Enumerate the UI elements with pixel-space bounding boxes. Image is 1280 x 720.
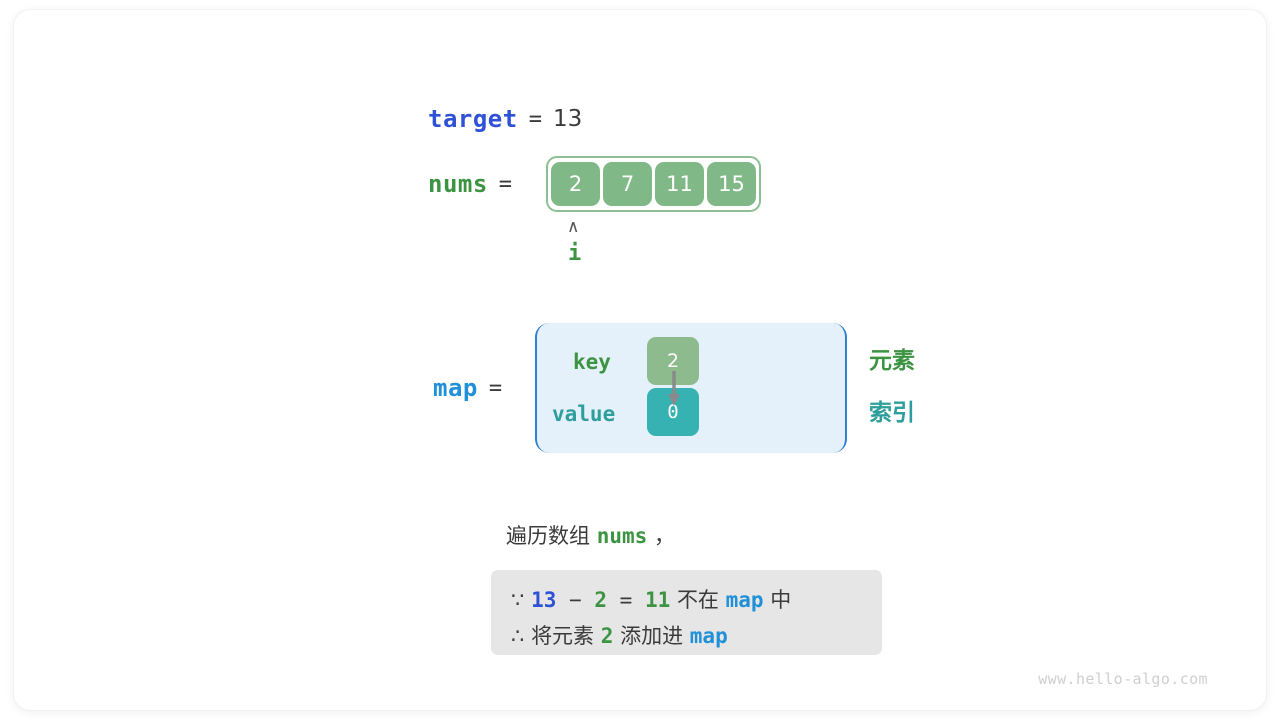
nums-array-container: 2 7 11 15 (546, 156, 761, 212)
note-add-into-text: 添加进 (620, 624, 684, 649)
note-line1-tail: 中 (770, 588, 792, 612)
nums-equals-sign: = (498, 171, 513, 197)
target-equals-sign: = (528, 106, 542, 132)
therefore-symbol-icon: ∴ (511, 624, 525, 649)
map-equals-sign: = (488, 375, 503, 401)
map-key-label: key (573, 350, 611, 374)
target-variable-name: target (428, 105, 518, 133)
map-value-label: value (552, 402, 616, 426)
note-equals-operator: = (619, 588, 633, 612)
caption-code-nums: nums (596, 524, 648, 548)
legend-index-label: 索引 (869, 400, 915, 426)
note-complement-value: 11 (644, 588, 671, 612)
array-cell: 15 (707, 162, 756, 206)
note-current-element: 2 (594, 588, 607, 612)
map-container: key value 2 0 (535, 323, 847, 453)
key-to-value-arrow-icon (668, 371, 680, 406)
note-minus-operator: − (569, 588, 582, 612)
explanation-note-box: ∵ 13 − 2 = 11 不在 map 中 ∴ 将元素 2 添加进 map (491, 570, 882, 655)
diagram-card: target = 13 nums = 2 7 11 15 ∧ i map = k… (14, 10, 1266, 710)
note-added-element: 2 (600, 624, 614, 649)
note-map-keyword: map (725, 588, 764, 612)
note-line-because: ∵ 13 − 2 = 11 不在 map 中 (511, 582, 862, 618)
nums-assignment-row: nums = (428, 167, 523, 201)
note-map-keyword: map (689, 624, 728, 649)
index-pointer-caret-icon: ∧ (567, 217, 580, 237)
array-cell: 11 (655, 162, 704, 206)
note-add-element-text: 将元素 (531, 624, 595, 649)
caption-text: 遍历数组 nums ， (506, 524, 675, 549)
legend-element-label: 元素 (869, 348, 915, 374)
map-variable-name: map (433, 374, 478, 402)
site-watermark: www.hello-algo.com (1038, 670, 1208, 688)
nums-variable-name: nums (428, 170, 488, 198)
caption-prefix: 遍历数组 (506, 524, 597, 548)
map-assignment-row: map = (433, 371, 513, 405)
caption-suffix: ， (647, 524, 675, 548)
array-cell: 7 (603, 162, 652, 206)
because-symbol-icon: ∵ (511, 588, 525, 612)
note-target-value: 13 (531, 588, 557, 612)
index-pointer-label: i (568, 241, 582, 266)
array-cell: 2 (551, 162, 600, 206)
note-line-therefore: ∴ 将元素 2 添加进 map (511, 618, 862, 654)
target-assignment-row: target = 13 (428, 102, 582, 136)
note-not-in-text: 不在 (676, 588, 719, 612)
target-value: 13 (552, 106, 583, 132)
